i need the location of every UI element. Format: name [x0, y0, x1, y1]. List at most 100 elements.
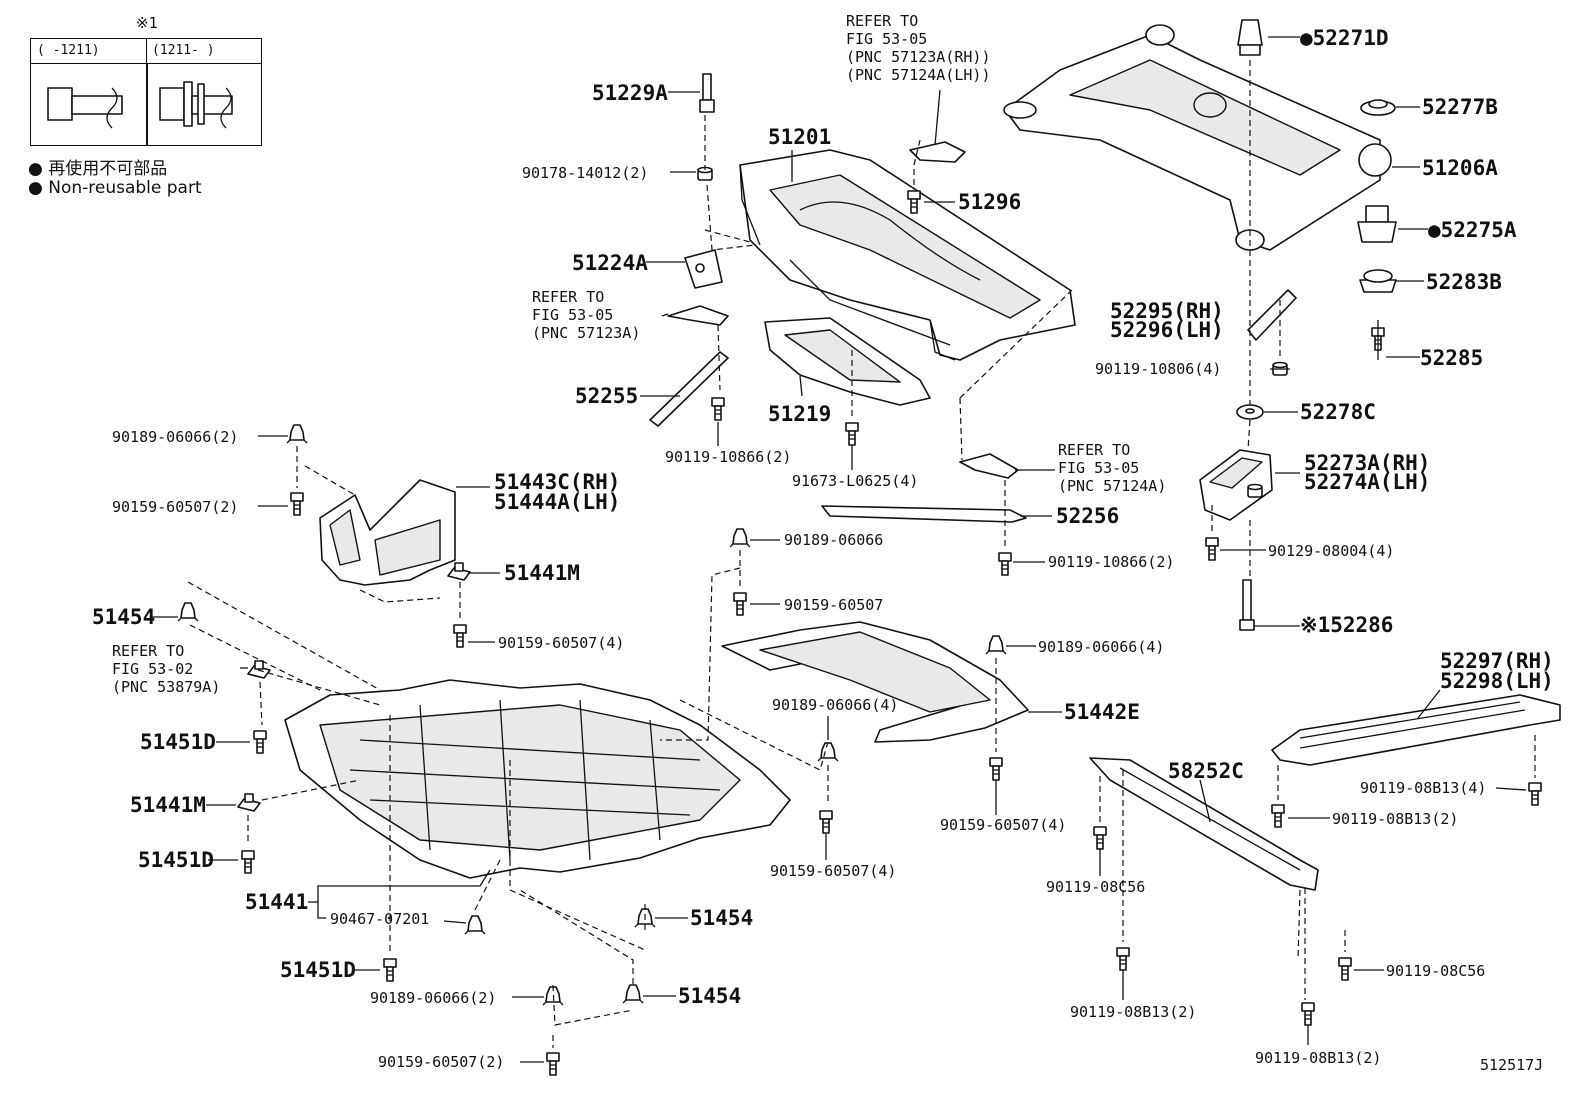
bolt-51451D-c-icon: [383, 958, 397, 982]
clip-51454c-icon: [622, 984, 644, 1004]
brace-52297-drawing: [1271, 694, 1561, 766]
mount-52273A-drawing: [1199, 449, 1273, 521]
label-52271D: ●52271D: [1300, 26, 1389, 50]
bolt-90159-60507-2b-icon: [546, 1052, 560, 1076]
label-51451D-c: 51451D: [280, 958, 356, 982]
label-52286: ※152286: [1300, 613, 1393, 637]
label-90119-08B13-2b: 90119-08B13(2): [1070, 1003, 1196, 1021]
label-52274A: 52274A(LH): [1304, 470, 1430, 494]
brace-52256-drawing: [821, 505, 1027, 523]
svg-text:FIG 53-05: FIG 53-05: [1058, 459, 1139, 477]
label-51444A: 51444A(LH): [494, 490, 620, 514]
bolt-90119-08B13d-icon: [1301, 1002, 1315, 1026]
refer-note-4: REFER TO FIG 53-02 (PNC 53879A): [112, 642, 220, 696]
bolt-90119-08C56a-icon: [1093, 826, 1107, 850]
svg-text:REFER TO: REFER TO: [532, 288, 604, 306]
label-51229A: 51229A: [592, 81, 668, 105]
label-90159-60507-4b: 90159-60507(4): [940, 816, 1066, 834]
label-90159-60507-2b: 90159-60507(2): [378, 1053, 504, 1071]
bolt-51451D-b-icon: [241, 850, 255, 874]
label-52285: 52285: [1420, 346, 1483, 370]
label-91673: 91673-L0625(4): [792, 472, 918, 490]
label-51454a: 51454: [92, 605, 155, 629]
bolt-52286-drawing: [1239, 579, 1255, 631]
clip-90189-06066-4b-icon: [985, 635, 1007, 655]
legend-ref-mark: ※1: [136, 14, 158, 32]
label-90159-60507-4a: 90159-60507(4): [498, 634, 624, 652]
label-90178-14012: 90178-14012(2): [522, 164, 648, 182]
label-90159-60507-4c: 90159-60507(4): [770, 862, 896, 880]
label-90119-08B13-4: 90119-08B13(4): [1360, 779, 1486, 797]
label-52273A: 52273A(RH): [1304, 451, 1430, 475]
label-90119-10866b: 90119-10866(2): [1048, 553, 1174, 571]
svg-text:FIG 53-05: FIG 53-05: [532, 306, 613, 324]
subframe-51201-drawing: [739, 149, 1076, 361]
label-51454b: 51454: [690, 906, 753, 930]
speednut-51441M-b-icon: [237, 793, 261, 812]
bolt-90119-08C56b-icon: [1338, 957, 1352, 981]
bracket-51296-area: [907, 141, 966, 214]
label-90129-08004: 90129-08004(4): [1268, 542, 1394, 560]
washer-52278C-drawing: [1236, 404, 1264, 420]
label-52278C: 52278C: [1300, 400, 1376, 424]
bolt-90119-10866-icon: [711, 397, 725, 421]
assembly-dashed-lines: [187, 60, 1536, 1048]
legend-col1-header: ( -1211): [31, 39, 147, 64]
bolt-90119-10866b-icon: [998, 552, 1012, 576]
label-51451D-a: 51451D: [140, 730, 216, 754]
label-90189-06066-2a: 90189-06066(2): [112, 428, 238, 446]
label-90119-08C56b: 90119-08C56: [1386, 962, 1485, 980]
bolt-90159-60507-4-icon: [453, 624, 467, 648]
clip-51454a-icon: [177, 602, 199, 622]
label-51224A: 51224A: [572, 251, 648, 275]
label-51219: 51219: [768, 402, 831, 426]
label-90189-06066-4b: 90189-06066(4): [1038, 638, 1164, 656]
crossmember-upper-drawing: [1003, 24, 1392, 251]
clip-90467-icon: [464, 915, 486, 935]
label-51441: 51441: [245, 890, 308, 914]
cover-51443C-drawing: [319, 479, 456, 586]
legend-col2-header: (1211- ): [146, 39, 261, 64]
label-52277B: 52277B: [1422, 95, 1498, 119]
label-51443C: 51443C(RH): [494, 470, 620, 494]
plate-51219-drawing: [764, 317, 931, 406]
label-90189-06066a: 90189-06066: [784, 531, 883, 549]
legend-note-en: ● Non-reusable part: [28, 178, 202, 198]
cover-51442E-drawing: [721, 621, 1029, 743]
bracket-ref-57124A-drawing: [959, 453, 1019, 479]
bolt-51451D-a-icon: [253, 730, 267, 754]
bracket-52295-drawing: [1247, 289, 1297, 341]
bracket-ref-57123A-drawing: [667, 305, 729, 326]
label-90119-08B13-2c: 90119-08B13(2): [1255, 1049, 1381, 1067]
brace-58252C-drawing: [1089, 757, 1319, 891]
label-58252C: 58252C: [1168, 759, 1244, 783]
label-51454c: 51454: [678, 984, 741, 1008]
label-52298: 52298(LH): [1440, 669, 1554, 693]
label-90159-60507a: 90159-60507: [784, 596, 883, 614]
legend-note-jp: ● 再使用不可部品: [28, 159, 168, 179]
speednut-51441M-icon: [447, 562, 471, 581]
part-labels: ●52271D 52277B 51206A ●52275A 52283B 522…: [92, 26, 1554, 1074]
refer-note-2: REFER TO FIG 53-05 (PNC 57123A): [532, 288, 640, 342]
svg-text:(PNC 57124A(LH)): (PNC 57124A(LH)): [846, 66, 991, 84]
svg-text:REFER TO: REFER TO: [1058, 441, 1130, 459]
label-90189-06066-4a: 90189-06066(4): [772, 696, 898, 714]
mount-52271D-drawing: [1237, 19, 1263, 56]
label-52256: 52256: [1056, 504, 1119, 528]
label-90119-08C56a: 90119-08C56: [1046, 878, 1145, 896]
rod-52255-drawing: [649, 351, 729, 427]
label-51442E: 51442E: [1064, 700, 1140, 724]
refer-note-3: REFER TO FIG 53-05 (PNC 57124A): [1058, 441, 1166, 495]
svg-text:FIG 53-05: FIG 53-05: [846, 30, 927, 48]
label-51441M-b: 51441M: [130, 793, 206, 817]
label-90119-10806: 90119-10806(4): [1095, 360, 1221, 378]
bolt-90159-60507-4c-icon: [819, 810, 833, 834]
label-52275A: ●52275A: [1428, 218, 1517, 242]
leader-lines: [152, 36, 1527, 1063]
svg-text:(PNC 57124A): (PNC 57124A): [1058, 477, 1166, 495]
bolt-90159-60507-icon: [290, 492, 304, 516]
label-52283B: 52283B: [1426, 270, 1502, 294]
undercover-51441-drawing: [284, 679, 791, 879]
clip-90189-06066-4a-icon: [817, 742, 839, 762]
label-52296: 52296(LH): [1110, 318, 1224, 342]
